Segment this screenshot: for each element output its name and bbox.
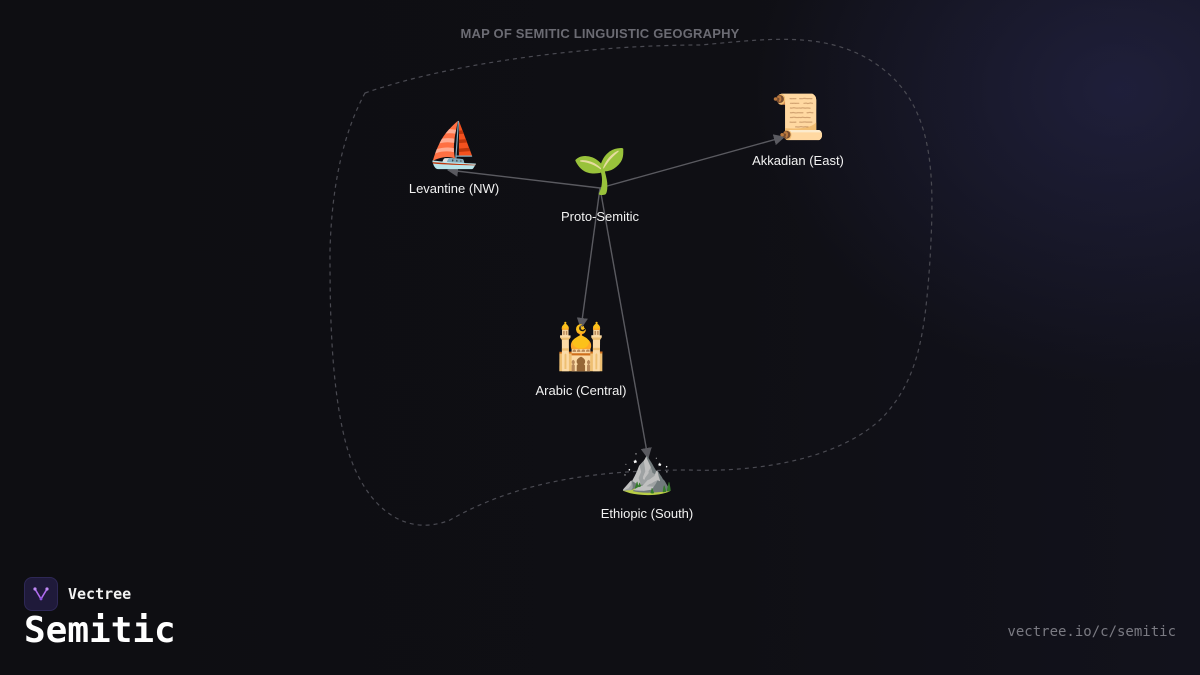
edge-proto-to-ethiopic	[599, 187, 652, 460]
edge-proto-to-akkadian	[599, 134, 786, 189]
vectree-logo-icon	[24, 577, 58, 611]
node-label-ethiopic[interactable]: Ethiopic (South)	[600, 506, 694, 521]
edges-layer	[446, 134, 786, 460]
node-label-levantine[interactable]: Levantine (NW)	[408, 181, 500, 196]
node-label-proto[interactable]: Proto-Semitic	[560, 209, 640, 224]
scroll-icon[interactable]: 📜	[770, 92, 826, 143]
brand[interactable]: Vectree	[24, 577, 131, 611]
page-url[interactable]: vectree.io/c/semitic	[1007, 624, 1176, 640]
seedling-icon[interactable]: 🌱	[572, 146, 628, 197]
edge-proto-to-levantine	[446, 165, 601, 189]
mosque-icon[interactable]: 🕌	[553, 322, 609, 373]
mountain-icon[interactable]: ⛰️	[619, 446, 675, 497]
diagram-title: MAP OF SEMITIC LINGUISTIC GEOGRAPHY	[460, 26, 740, 41]
edge-proto-to-arabic	[576, 187, 601, 330]
region-outline	[329, 38, 933, 526]
node-label-arabic[interactable]: Arabic (Central)	[535, 383, 627, 398]
brand-name: Vectree	[68, 585, 132, 603]
node-label-akkadian[interactable]: Akkadian (East)	[752, 153, 844, 168]
sailboat-icon[interactable]: ⛵	[426, 120, 482, 171]
page-title: Semitic	[24, 610, 176, 651]
